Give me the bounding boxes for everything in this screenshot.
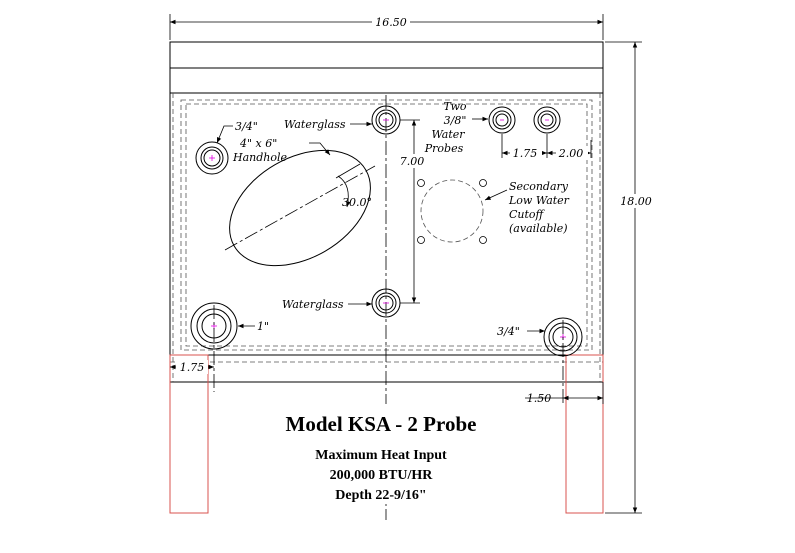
model-title: Model KSA - 2 Probe [286, 412, 477, 436]
left-leg [169, 354, 209, 514]
handhole-label: Handhole [232, 151, 288, 164]
depth-label: Depth 22-9/16" [335, 488, 426, 503]
top-left-connection-label: 3/4" [235, 120, 258, 133]
water-probes: Two 3/8" Water Probes [424, 100, 561, 155]
handhole: 30.0° 4" x 6" Handhole [224, 137, 376, 267]
boiler-body [169, 41, 604, 383]
bottom-right-connection: 3/4" [497, 317, 583, 405]
waterglass-top-label: Waterglass [284, 118, 346, 131]
waterglass-bottom: Waterglass [282, 288, 401, 318]
right-leg-offset-label: 1.50 [527, 392, 552, 405]
dimension-left-leg: 1.75 [170, 360, 214, 374]
handhole-size-label: 4" x 6" [239, 137, 277, 150]
probes-label-line2: 3/8" [444, 114, 467, 127]
waterglass-top: Waterglass [284, 105, 401, 135]
dimension-right-leg: 1.50 [525, 382, 604, 405]
legs [169, 354, 604, 514]
dimension-overall-height: 18.00 [605, 41, 660, 514]
left-leg-offset-label: 1.75 [180, 361, 205, 374]
lwco-label-line3: Cutoff [509, 208, 546, 221]
heat-input-label: Maximum Heat Input [315, 448, 447, 463]
lwco-label-line1: Secondary [509, 180, 569, 193]
lwco-label-line2: Low Water [508, 194, 570, 207]
dimension-probe-spacing: 1.75 2.00 [501, 134, 592, 160]
waterglass-spacing-label: 7.00 [400, 155, 425, 168]
probes-label-line1: Two [444, 100, 467, 113]
dimension-waterglass-spacing: 7.00 [397, 119, 427, 304]
probe-offset-1-label: 1.75 [513, 147, 538, 160]
secondary-lwco: Secondary Low Water Cutoff (available) [417, 179, 570, 244]
probe-offset-2-label: 2.00 [558, 147, 584, 160]
probes-label-line3: Water [431, 128, 465, 141]
waterglass-bottom-label: Waterglass [282, 298, 344, 311]
bottom-left-connection: 1" [190, 302, 269, 392]
dimension-overall-width: 16.50 [169, 14, 604, 40]
overall-height-label: 18.00 [620, 195, 652, 208]
top-left-connection: 3/4" [195, 120, 258, 175]
bottom-left-connection-label: 1" [257, 320, 269, 333]
overall-width-label: 16.50 [375, 16, 407, 29]
handhole-angle-label: 30.0° [342, 196, 372, 209]
right-leg [565, 354, 604, 514]
probes-label-line4: Probes [424, 142, 464, 155]
title-block: Model KSA - 2 Probe Maximum Heat Input 2… [262, 404, 512, 504]
lwco-label-line4: (available) [509, 222, 568, 235]
bottom-right-connection-label: 3/4" [497, 325, 520, 338]
heat-input-value: 200,000 BTU/HR [330, 468, 434, 483]
